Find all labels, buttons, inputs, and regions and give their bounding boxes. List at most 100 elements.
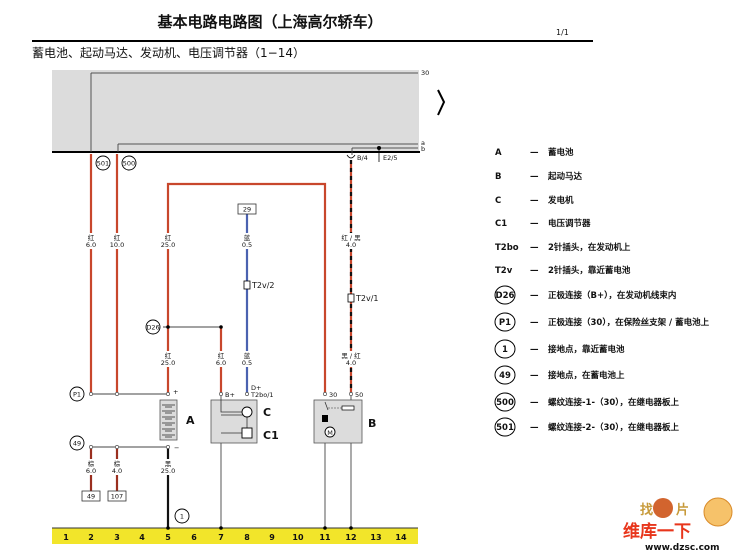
bus-b-label: b [421,145,425,153]
legend-desc: 正极连接（30），在保险丝支架 / 蓄电池上 [548,317,710,328]
wire-label-main-top-color: 红 [165,233,172,242]
wire-label-main-bot-bg [159,351,177,367]
legend-node-circle [494,285,516,305]
ground-bar-number: 14 [395,533,407,542]
solenoid-icon [341,405,355,411]
node-500-label: 500 [123,160,135,168]
terminal-box-107-label: 107 [111,493,123,501]
generator-icon [241,406,253,418]
wire-label-gnd-bg [159,459,177,475]
wire-label-blue-top-bg [238,233,256,249]
junction-dot [219,325,223,329]
legend-key: 500 [496,398,514,408]
legend-dash: — [530,318,539,328]
node-500 [121,155,137,171]
legend-key: 49 [499,371,511,381]
legend-desc: 正极连接（B+），在发动机线束内 [548,290,676,301]
wire-label-blue-bot-color: 蓝 [244,351,251,360]
node-ground-1 [174,508,190,524]
wire-label-main-bot-color: 红 [165,351,172,360]
junction-dot [349,526,353,530]
ground-bar-number: 5 [165,533,171,542]
terminal-box-49-label: 49 [87,493,95,501]
starter-b [313,399,363,444]
watermark-logo: 找 片 维库一下 www.dzsc.com [623,497,733,553]
ground-bar-number: 8 [244,533,250,542]
legend-dash: — [530,148,539,158]
plug-b4-icon [346,154,356,159]
battery-label: A [186,414,195,427]
legend-node-circle [494,365,516,385]
terminal-bplus: B+ [225,391,235,399]
legend-dash: — [530,345,539,355]
legend-desc: 电压调节器 [548,218,591,229]
legend-dash: — [530,291,539,301]
relay-panel [52,70,419,152]
legend-key: 1 [502,345,508,355]
terminal-box-29 [237,203,257,215]
terminal-pin [115,392,119,396]
legend-key: C1 [495,219,507,229]
legend-node-circle [494,417,516,437]
terminal-dplus: D+ [251,384,261,392]
junction-dot [219,526,223,530]
wire-label-red-black-color: 红 / 黑 [341,233,361,242]
legend-dash: — [530,398,539,408]
wire-label-bplus-color: 红 [218,351,225,360]
continue-arrow-icon [437,89,446,116]
wire-label-red-black-size: 4.0 [346,241,356,249]
wire-label-gnd-color: 黑 [165,460,172,468]
alternator-label: C [263,406,271,419]
wire-label-501-bg [82,233,100,249]
legend-node-circle [494,392,516,412]
node-501-label: 501 [97,160,109,168]
legend-desc: 蓄电池 [548,147,574,158]
legend-desc: 起动马达 [547,171,583,182]
legend-key: 501 [496,423,514,433]
node-49-label: 49 [73,440,81,448]
legend-key: B [495,172,501,182]
legend-desc: 2针插头，在发动机上 [548,242,631,253]
starter-label: B [368,417,376,430]
ground-bar-number: 9 [269,533,275,542]
terminal-pin [349,392,353,396]
motor-label: M [327,429,333,437]
starter-contact [322,415,328,422]
svg-text:片: 片 [676,502,689,518]
connector-t2v1: T2v/1 [355,294,379,303]
plug-t2v1-icon [347,293,355,303]
legend-dash: — [530,243,539,253]
legend-desc: 接地点，靠近蓄电池 [548,344,625,355]
terminal-pin [115,445,119,449]
connector-e25: E2/5 [383,154,398,162]
ground-bar [52,528,418,544]
terminal-box-29-label: 29 [243,206,251,214]
junction-dot [166,325,170,329]
wire-label-main-top-size: 25.0 [161,241,175,249]
svg-text:找: 找 [640,502,653,518]
ground-bar-number: 7 [218,533,224,542]
bus-30-label: 30 [421,69,429,77]
ground-bar-number: 11 [319,533,331,542]
legend-dash: — [530,423,539,433]
ground-bar-number: 6 [191,533,197,542]
wire-label-501-color: 红 [88,233,95,242]
terminal-pin [245,392,249,396]
wire-label-blue-bot-size: 0.5 [242,359,252,367]
legend-key: T2v [495,266,513,276]
regulator-label: C1 [263,429,279,442]
ground-bar-number: 4 [139,533,145,542]
connector-b4: B/4 [357,154,368,162]
starter-switch [324,401,329,411]
legend-dash: — [530,219,539,229]
ground-bar-number: 13 [370,533,381,542]
legend-dash: — [530,196,539,206]
wire-label-gnd-size: 25.0 [161,467,175,475]
page-number: 1/1 [556,28,569,37]
regulator-icon [241,427,253,439]
node-p1 [69,386,85,402]
motor-icon [324,426,336,438]
wire-main-25 [166,182,327,394]
ground-bar-number: 10 [292,533,304,542]
terminal-30: 30 [329,391,337,399]
